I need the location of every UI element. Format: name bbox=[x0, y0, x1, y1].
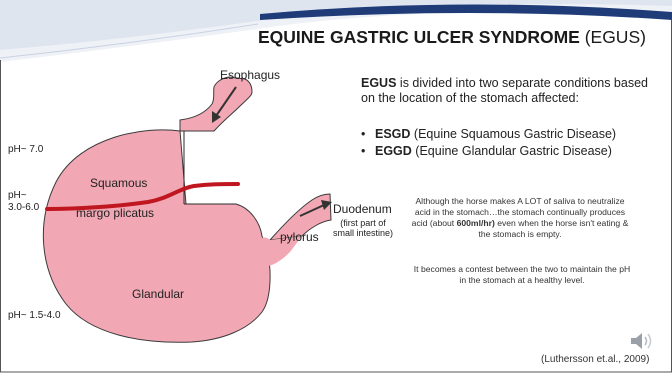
list-item-bold: ESGD bbox=[375, 127, 410, 141]
duodenum-note-line-1: (first part of bbox=[326, 218, 400, 228]
list-item-bold: EGGD bbox=[375, 144, 412, 158]
ph-mid-line-1: pH~ bbox=[8, 190, 39, 202]
duodenum-note-line-2: small intestine) bbox=[326, 228, 400, 238]
acid-paragraph-bold: 600ml/hr) bbox=[457, 218, 495, 228]
speaker-icon[interactable] bbox=[628, 330, 654, 352]
duodenum-label: Duodenum bbox=[333, 202, 392, 216]
squamous-label: Squamous bbox=[90, 176, 147, 190]
ph-mid-line-2: 3.0-6.0 bbox=[8, 202, 39, 214]
acid-paragraph: Although the horse makes A LOT of saliva… bbox=[408, 196, 632, 240]
ph-bottom-label: pH~ 1.5-4.0 bbox=[8, 310, 61, 321]
pylorus-label: pylorus bbox=[280, 230, 319, 244]
stomach-body bbox=[43, 130, 270, 342]
contest-paragraph: It becomes a contest between the two to … bbox=[412, 264, 632, 286]
intro-rest: is divided into two separate conditions … bbox=[361, 76, 648, 105]
condition-list: •ESGD (Equine Squamous Gastric Disease) … bbox=[361, 126, 671, 160]
esophagus-shape bbox=[180, 77, 252, 131]
list-item-rest: (Equine Squamous Gastric Disease) bbox=[410, 127, 616, 141]
bullet-icon: • bbox=[361, 143, 375, 160]
citation: (Luthersson et.al., 2009) bbox=[541, 354, 649, 365]
list-item: •EGGD (Equine Glandular Gastric Disease) bbox=[361, 143, 671, 160]
glandular-label: Glandular bbox=[132, 287, 184, 301]
list-item: •ESGD (Equine Squamous Gastric Disease) bbox=[361, 126, 671, 143]
intro-bold: EGUS bbox=[361, 76, 396, 90]
acid-paragraph-b: even when the horse isn't eating & the s… bbox=[479, 218, 629, 239]
bullet-icon: • bbox=[361, 126, 375, 143]
esophagus-label: Esophagus bbox=[220, 68, 280, 82]
margo-plicatus-label: margo plicatus bbox=[76, 206, 154, 220]
ph-top-label: pH~ 7.0 bbox=[8, 144, 43, 155]
ph-mid-label: pH~ 3.0-6.0 bbox=[8, 190, 39, 214]
duodenum-note: (first part of small intestine) bbox=[326, 218, 400, 238]
list-item-rest: (Equine Glandular Gastric Disease) bbox=[412, 144, 612, 158]
intro-text: EGUS is divided into two separate condit… bbox=[361, 76, 661, 106]
